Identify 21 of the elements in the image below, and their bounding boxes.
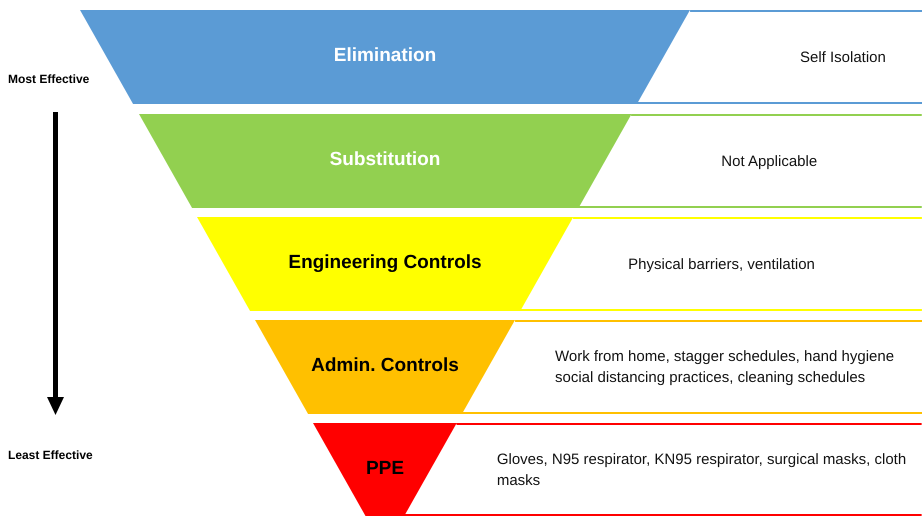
- effectiveness-label: Least Effective: [8, 448, 93, 462]
- control-examples: Physical barriers, ventilation: [628, 254, 815, 274]
- control-examples: Work from home, stagger schedules, hand hygiene social distancing practices, cleaning schedules: [555, 347, 896, 388]
- level-title: Elimination: [332, 45, 438, 67]
- hierarchy-level: [196, 217, 574, 311]
- level-title: Engineering Controls: [287, 252, 483, 274]
- control-examples: Gloves, N95 respirator, KN95 respirator, surgical masks, cloth masks: [496, 450, 908, 490]
- examples-row: [520, 217, 922, 311]
- hierarchy-level: [313, 423, 457, 516]
- hierarchy-level: [254, 320, 515, 414]
- level-title: PPE: [364, 458, 405, 480]
- level-title: Admin. Controls: [310, 355, 460, 377]
- control-examples: Self Isolation: [800, 48, 886, 68]
- examples-row: [636, 10, 922, 104]
- effectiveness-label: Most Effective: [8, 72, 90, 86]
- examples-row: [578, 114, 922, 208]
- hierarchy-level: [138, 114, 632, 208]
- examples-row: [462, 320, 922, 414]
- level-title: Substitution: [328, 149, 442, 171]
- examples-row: [404, 423, 922, 516]
- control-examples: Not Applicable: [721, 152, 818, 172]
